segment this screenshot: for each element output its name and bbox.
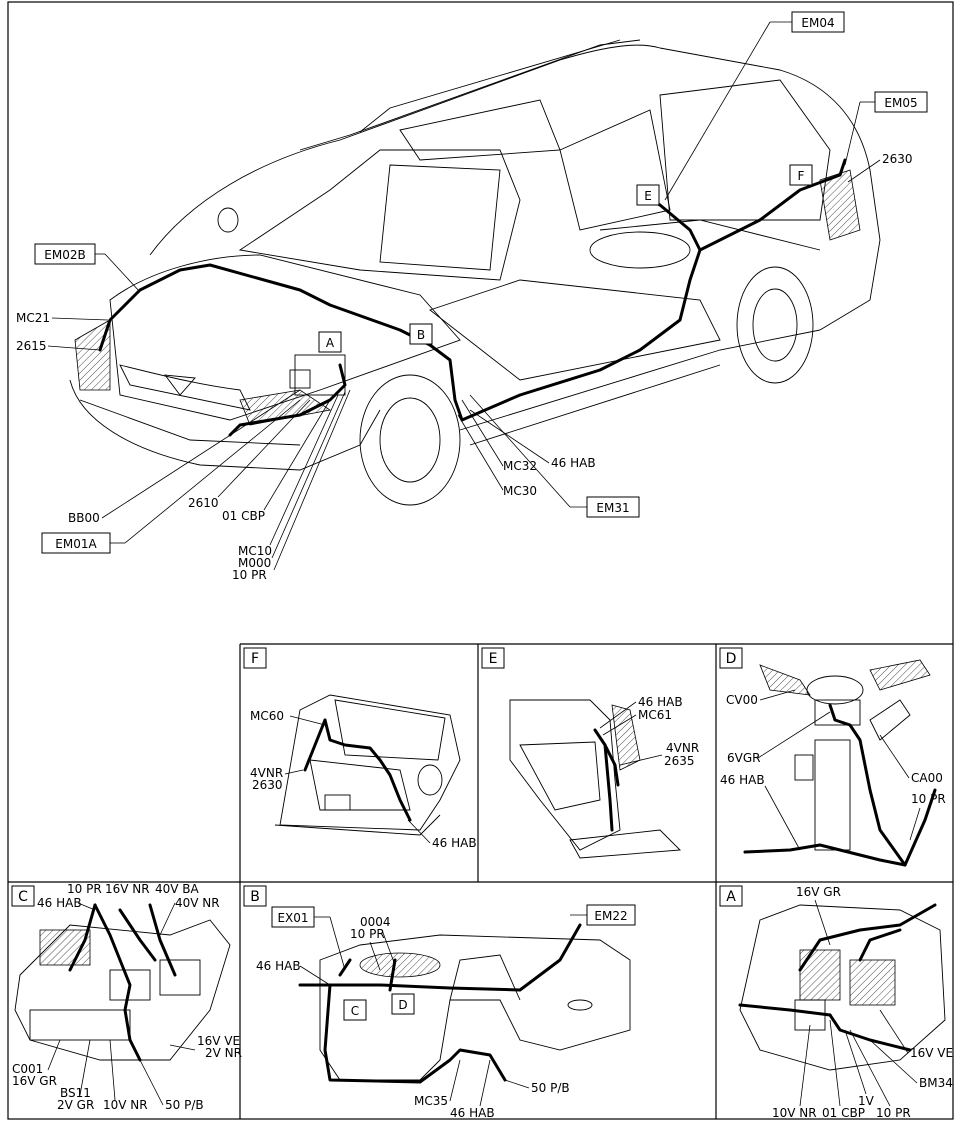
d-label-cv00: CV00 <box>726 693 758 707</box>
a-label-01cbp: 01 CBP <box>822 1106 865 1120</box>
panel-c-tag: C <box>18 889 28 905</box>
a-label-16vve: 16V VE <box>910 1046 953 1060</box>
label-10pr: 10 PR <box>232 568 267 582</box>
main-harness <box>98 158 847 422</box>
panel-c: C 10 PR 16V NR 40V BA 46 HAB 40V NR 16V … <box>11 882 242 1112</box>
label-2615: 2615 <box>16 339 47 353</box>
label-mc10: MC10 <box>238 544 272 558</box>
label-bb00: BB00 <box>68 511 100 525</box>
box-em01a: EM01A <box>55 537 97 551</box>
b-label-46hab-2: 46 HAB <box>450 1106 495 1120</box>
box-e: E <box>644 189 652 203</box>
label-m000: M000 <box>238 556 271 570</box>
panel-e: E 46 HAB MC61 4VNR 2635 <box>481 647 699 859</box>
b-label-50pb: 50 P/B <box>531 1081 570 1095</box>
c-label-40vba: 40V BA <box>155 882 200 896</box>
d-label-46hab: 46 HAB <box>720 773 765 787</box>
box-b: B <box>417 328 425 342</box>
c-label-16vgr: 16V GR <box>12 1074 57 1088</box>
panel-e-tag: E <box>489 651 498 667</box>
box-f: F <box>798 169 805 183</box>
box-a: A <box>326 336 335 350</box>
b-label-0004: 0004 <box>360 915 391 929</box>
d-label-10pr: 10 PR <box>911 792 946 806</box>
panel-b-tag: B <box>250 889 260 905</box>
panel-f: F MC60 4VNR 2630 46 HAB <box>243 647 477 850</box>
a-label-16vgr: 16V GR <box>796 885 841 899</box>
panel-a-tag: A <box>726 889 736 905</box>
label-mc32: MC32 <box>503 459 537 473</box>
c-label-10pr: 10 PR <box>67 882 102 896</box>
b-box-ex01: EX01 <box>277 911 308 925</box>
a-label-bm34: BM34 <box>919 1076 953 1090</box>
c-label-16vnr: 16V NR <box>105 882 150 896</box>
c-label-46hab: 46 HAB <box>37 896 82 910</box>
label-2630: 2630 <box>882 152 913 166</box>
main-tag-boxes: EM04 EM05 EM02B EM01A EM31 A B E F <box>34 11 928 554</box>
c-label-bs11: BS11 <box>60 1086 91 1100</box>
panel-d-tag: D <box>726 651 737 667</box>
c-label-2vgr: 2V GR <box>57 1098 94 1112</box>
label-2610: 2610 <box>188 496 219 510</box>
label-01cbp: 01 CBP <box>222 509 265 523</box>
b-label-46hab: 46 HAB <box>256 959 301 973</box>
c-label-c001: C001 <box>12 1062 43 1076</box>
c-label-40vnr: 40V NR <box>175 896 220 910</box>
panel-b: B EX01 EM22 C D 0004 10 PR 46 HAB 50 P/B… <box>243 885 636 1120</box>
e-label-2635: 2635 <box>664 754 695 768</box>
d-label-ca00: CA00 <box>911 771 943 785</box>
c-label-10vnr: 10V NR <box>103 1098 148 1112</box>
b-label-mc35: MC35 <box>414 1094 448 1108</box>
a-label-1v: 1V <box>858 1094 875 1108</box>
e-label-mc61: MC61 <box>638 708 672 722</box>
b-box-c: C <box>351 1004 359 1018</box>
e-label-4vnr: 4VNR <box>666 741 699 755</box>
c-label-50pb: 50 P/B <box>165 1098 204 1112</box>
c-label-16vve: 16V VE <box>197 1034 240 1048</box>
c-label-2vnr: 2V NR <box>205 1046 242 1060</box>
f-label-2630: 2630 <box>252 778 283 792</box>
label-mc21: MC21 <box>16 311 50 325</box>
box-em04: EM04 <box>801 16 834 30</box>
label-mc30: MC30 <box>503 484 537 498</box>
box-em05: EM05 <box>884 96 917 110</box>
b-label-10pr: 10 PR <box>350 927 385 941</box>
box-em31: EM31 <box>596 501 629 515</box>
car-overview-drawing <box>69 39 881 506</box>
e-label-46hab: 46 HAB <box>638 695 683 709</box>
d-label-6vgr: 6VGR <box>727 751 760 765</box>
panel-a: A 16V GR 16V VE BM34 10V NR 01 CBP 1V 10… <box>719 885 953 1120</box>
b-box-em22: EM22 <box>594 909 627 923</box>
f-label-4vnr: 4VNR <box>250 766 283 780</box>
f-label-46hab: 46 HAB <box>432 836 477 850</box>
b-box-d: D <box>398 998 407 1012</box>
frame-grid <box>7 1 954 1120</box>
a-label-10vnr: 10V NR <box>772 1106 817 1120</box>
f-label-mc60: MC60 <box>250 709 284 723</box>
panel-f-tag: F <box>251 651 259 667</box>
a-label-10pr: 10 PR <box>876 1106 911 1120</box>
box-em02b: EM02B <box>44 248 85 262</box>
main-labels: MC21 2615 2630 MC32 46 HAB MC30 2610 01 … <box>16 152 913 582</box>
label-46hab: 46 HAB <box>551 456 596 470</box>
panel-d: D CV00 6VGR CA00 46 HAB 10 PR <box>719 647 946 867</box>
